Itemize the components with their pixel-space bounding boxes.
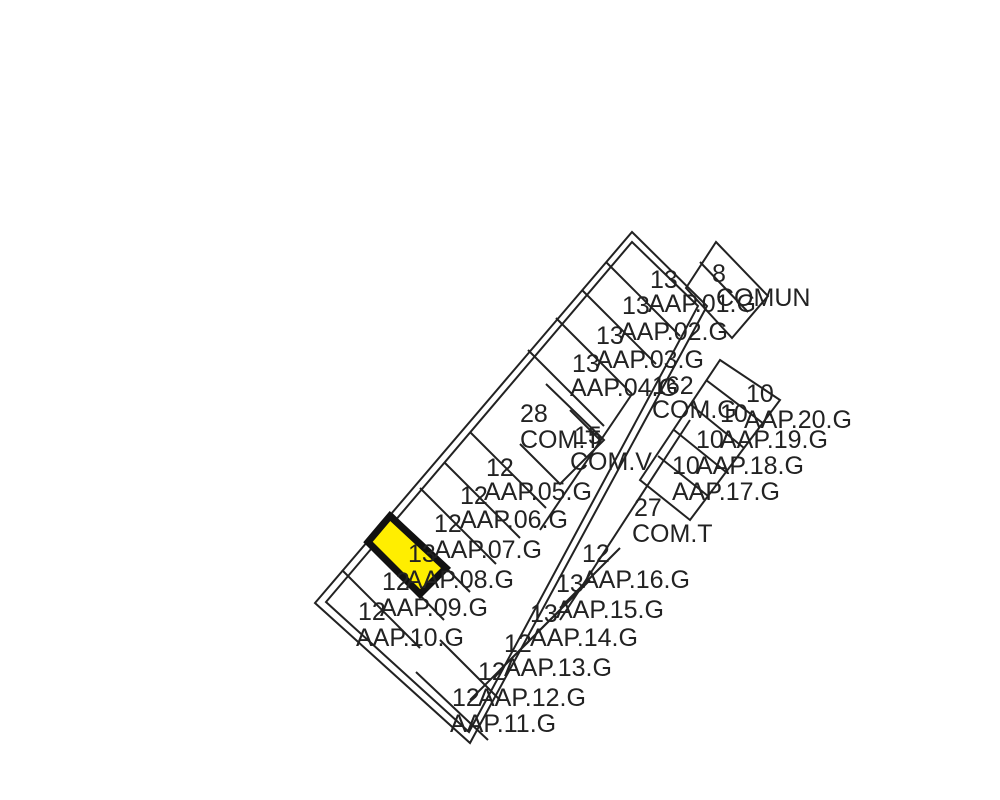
area-label-comt-top: 28 [520, 400, 548, 428]
code-label-aap02: AAP.02.G [620, 318, 728, 346]
code-label-aap19: AAP.19.G [720, 426, 828, 454]
area-label-comv: 15 [574, 422, 602, 450]
code-label-aap16: AAP.16.G [582, 566, 690, 594]
partition-01 [605, 261, 681, 337]
partition-03 [555, 317, 633, 395]
area-label-aap05: 12 [486, 454, 514, 482]
code-label-aap05: AAP.05.G [484, 478, 592, 506]
partition-13 [469, 639, 531, 701]
code-label-aap18: AAP.18.G [696, 452, 804, 480]
area-label-comt-bottom: 27 [634, 494, 662, 522]
partition-10 [341, 569, 421, 649]
building-inner-outline [324, 240, 700, 734]
area-label-aap10: 12 [358, 598, 386, 626]
partition-16 [559, 547, 621, 609]
partition-06 [443, 461, 521, 539]
code-label-comun: COMUN [716, 284, 810, 312]
comun-block [684, 240, 770, 340]
annex-partition-b [689, 403, 745, 449]
code-label-aap01: AAP.01.G [648, 290, 756, 318]
selected-unit-highlight[interactable] [363, 510, 452, 599]
area-label-aap02: 13 [622, 292, 650, 320]
annex-partition-d [657, 455, 709, 497]
area-label-aap03: 13 [596, 322, 624, 350]
code-label-aap09: AAP.09.G [380, 594, 488, 622]
partition-02 [581, 289, 657, 365]
area-label-aap04: 13 [572, 350, 600, 378]
area-label-aap07: 12 [434, 510, 462, 538]
code-label-aap10: AAP.10.G [356, 624, 464, 652]
area-label-aap20: 10 [746, 380, 774, 408]
area-label-aap01: 13 [650, 266, 678, 294]
code-label-aap08: AAP.08.G [406, 566, 514, 594]
area-label-aap13: 12 [504, 630, 532, 658]
area-label-aap08: 13 [408, 540, 436, 568]
area-label-comun: 8 [712, 260, 726, 288]
east-annex [638, 358, 782, 522]
building-outline [313, 230, 709, 745]
partition-04 [527, 349, 605, 427]
corridor-wall-west [539, 393, 633, 531]
area-label-aap12: 12 [478, 658, 506, 686]
code-label-aap04: AAP.04.G [570, 374, 678, 402]
comun-partition [699, 261, 749, 313]
partition-12 [439, 639, 501, 701]
partition-07 [419, 487, 497, 565]
area-label-aap09: 12 [382, 568, 410, 596]
comt-niche-step [569, 409, 601, 441]
code-label-aap20: AAP.20.G [744, 406, 852, 434]
comt-niche [519, 383, 606, 486]
area-label-aap17: 10 [672, 452, 700, 480]
area-label-aap06: 12 [460, 482, 488, 510]
code-label-comv: COM.V [570, 448, 652, 476]
code-label-comt-bottom: COM.T [632, 520, 713, 548]
annex-partition-c [673, 429, 727, 473]
code-label-aap17: AAP.17.G [672, 478, 780, 506]
code-label-aap03: AAP.03.G [596, 346, 704, 374]
code-label-aap13: AAP.13.G [504, 654, 612, 682]
code-label-aap14: AAP.14.G [530, 624, 638, 652]
area-label-aap15: 13 [556, 570, 584, 598]
code-label-aap11: AAP.11.G [450, 710, 556, 738]
partition-11 [415, 671, 489, 741]
code-label-aap15: AAP.15.G [556, 596, 664, 624]
code-label-comt-top: COM.T [520, 426, 601, 454]
area-label-aap19: 10 [720, 400, 748, 428]
unit-labels: 13 AAP.01.G 13 AAP.02.G 13 AAP.03.G 13 A… [356, 260, 852, 738]
code-label-comg: COM.G [652, 396, 737, 424]
area-label-aap18: 10 [696, 426, 724, 454]
code-label-aap06: AAP.06.G [460, 506, 568, 534]
area-label-aap11: 12 [452, 684, 480, 712]
code-label-aap07: AAP.07.G [434, 536, 542, 564]
area-label-comg: 162 [652, 372, 694, 400]
partition-05 [469, 431, 547, 509]
code-label-aap12: AAP.12.G [478, 684, 586, 712]
area-label-aap14: 13 [530, 600, 558, 628]
annex-partition-a [705, 379, 765, 425]
area-label-aap16: 12 [582, 540, 610, 568]
